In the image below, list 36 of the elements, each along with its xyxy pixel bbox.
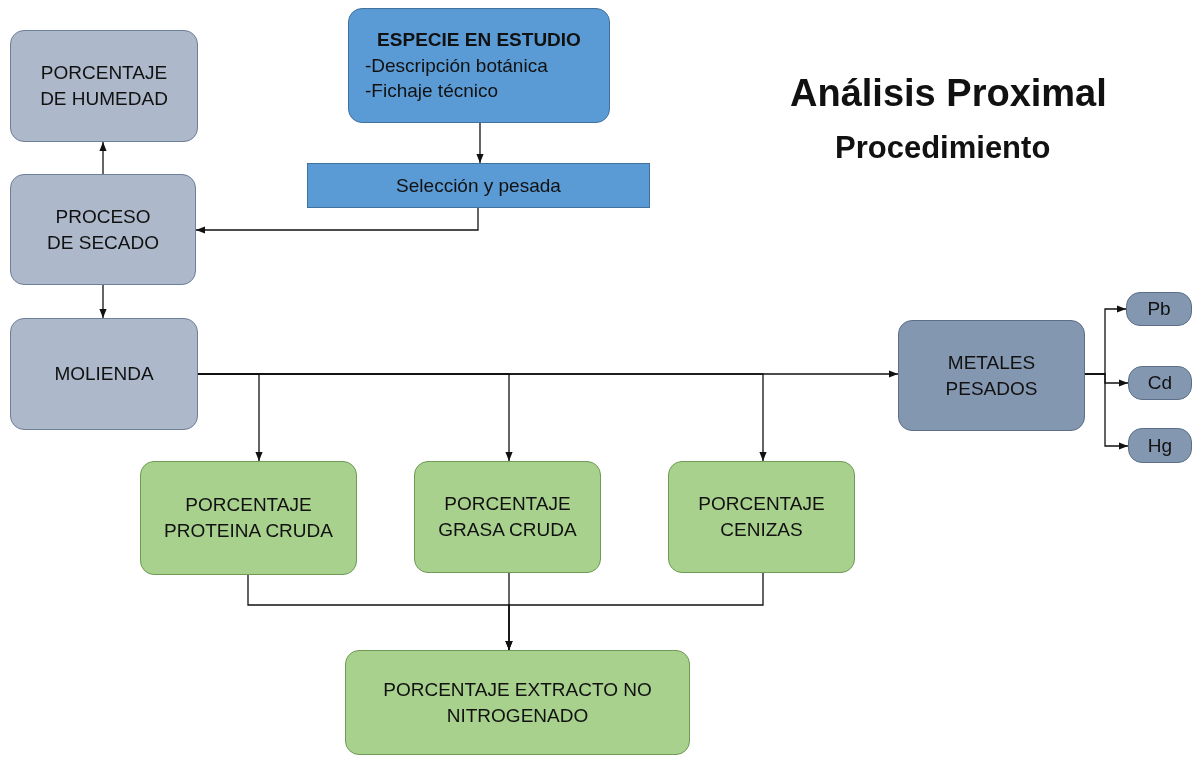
process-box: [898, 320, 1085, 431]
arrow: [476, 122, 484, 164]
process-box: [348, 8, 610, 123]
node-label: Cd: [1147, 371, 1173, 396]
title: Análisis Proximal: [790, 72, 1107, 115]
node-text: -Fichaje técnico: [364, 79, 499, 104]
node-label: PORCENTAJE CENIZAS: [697, 492, 826, 542]
node-label: Selección y pesada: [396, 173, 561, 198]
node-label: PORCENTAJE EXTRACTO NO NITROGENADO: [382, 677, 653, 728]
node-label: PORCENTAJE PROTEINA CRUDA: [163, 493, 334, 543]
process-box: [10, 30, 198, 142]
arrow: [99, 141, 107, 175]
process-box: [10, 318, 198, 430]
node-label: PORCENTAJE DE HUMEDAD: [39, 61, 169, 111]
node-label: ESPECIE EN ESTUDIO: [377, 28, 581, 53]
node-label: MOLIENDA: [54, 362, 154, 387]
node-label: Pb: [1147, 297, 1171, 322]
node-label: PORCENTAJE GRASA CRUDA: [437, 492, 578, 542]
process-box: [10, 174, 196, 285]
subtitle: Procedimiento: [835, 130, 1051, 166]
process-bar: [307, 163, 650, 208]
result-box: [345, 650, 690, 755]
node-label: Hg: [1147, 433, 1173, 458]
node-label: METALES PESADOS: [944, 350, 1039, 401]
arrow: [1084, 373, 1129, 450]
process-box: [1126, 292, 1192, 326]
result-box: [414, 461, 601, 573]
arrow: [505, 572, 764, 651]
process-box: [1128, 366, 1192, 400]
result-box: [668, 461, 855, 573]
result-box: [140, 461, 357, 575]
node-label: PROCESO DE SECADO: [46, 204, 160, 255]
node-text: -Descripción botánica: [364, 53, 548, 78]
arrow: [195, 207, 479, 234]
arrow: [99, 284, 107, 319]
process-box: [1128, 428, 1192, 463]
